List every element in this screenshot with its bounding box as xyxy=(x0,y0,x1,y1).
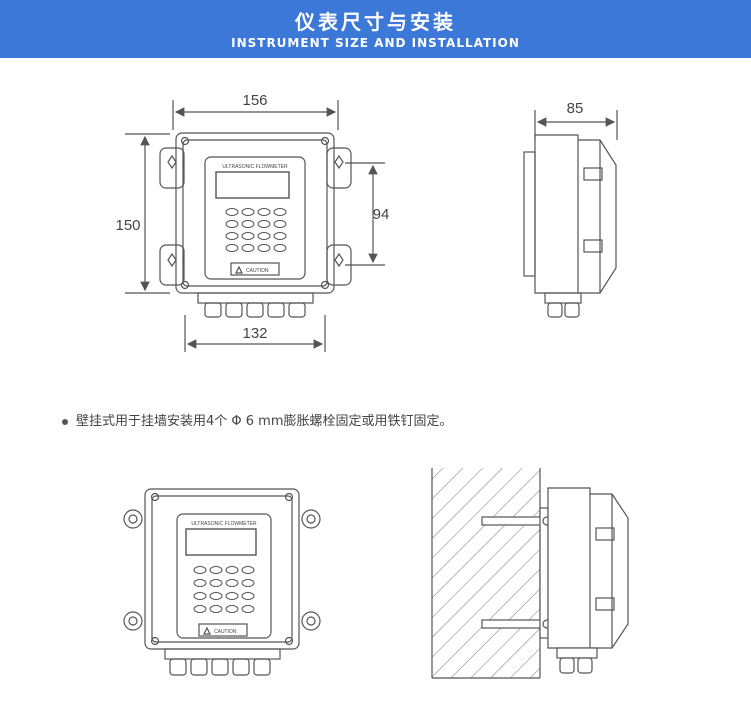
dim-depth-label: 85 xyxy=(567,100,584,117)
wall-mount-view xyxy=(431,468,629,679)
page-header: 仪表尺寸与安装 INSTRUMENT SIZE AND INSTALLATION xyxy=(0,0,751,58)
dim-height-label: 150 xyxy=(115,217,140,234)
dim-width-label: 156 xyxy=(242,92,267,109)
install-caution-label: CAUTION xyxy=(214,629,237,635)
title-english: INSTRUMENT SIZE AND INSTALLATION xyxy=(231,36,520,50)
bullet-icon xyxy=(62,418,68,425)
dim-bottom-width-label: 132 xyxy=(242,325,267,342)
installation-note-text: 壁挂式用于挂墙安装用4个 Φ 6 mm膨胀螺栓固定或用铁钉固定。 xyxy=(76,414,453,429)
installation-note: 壁挂式用于挂墙安装用4个 Φ 6 mm膨胀螺栓固定或用铁钉固定。 xyxy=(62,410,453,429)
side-view xyxy=(523,110,618,318)
caution-label: CAUTION xyxy=(246,268,269,274)
title-chinese: 仪表尺寸与安装 xyxy=(295,10,456,34)
install-front-view xyxy=(123,488,321,676)
install-panel-label: ULTRASONIC FLOWMETER xyxy=(191,521,257,527)
dim-mount-spacing-label: 94 xyxy=(373,206,390,223)
panel-label: ULTRASONIC FLOWMETER xyxy=(222,164,288,170)
front-view xyxy=(125,100,385,352)
